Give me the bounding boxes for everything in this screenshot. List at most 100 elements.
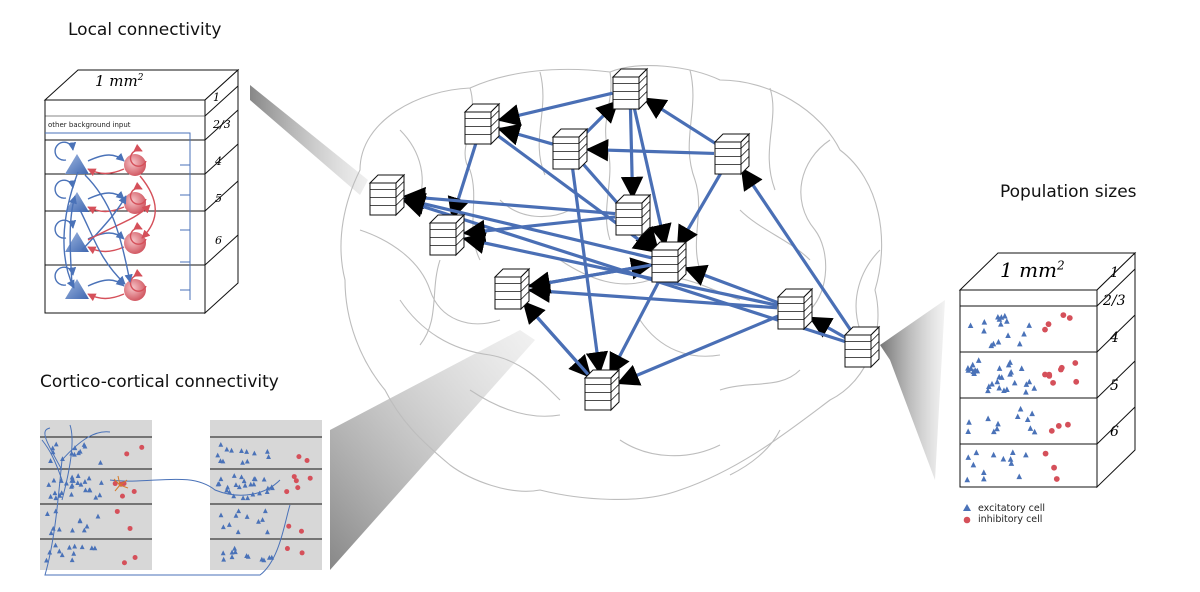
connection-arrow xyxy=(585,138,715,162)
excitatory-cell xyxy=(86,487,92,493)
excitatory-cell xyxy=(56,526,62,532)
excitatory-cell xyxy=(996,373,1003,380)
excitatory-cell xyxy=(264,448,270,454)
excitatory-cell xyxy=(1027,425,1034,431)
excitatory-cell xyxy=(239,448,244,453)
excitatory-cell xyxy=(70,527,75,533)
connection-arrow xyxy=(570,166,609,375)
inhibitory-cell xyxy=(114,508,120,514)
excitatory-cell xyxy=(964,476,971,483)
connection-arrow xyxy=(447,140,479,220)
area-cube xyxy=(493,267,531,311)
excitatory-cell xyxy=(985,387,991,394)
zoom-cone-local xyxy=(250,85,368,195)
excitatory-cell xyxy=(970,461,977,468)
excitatory-cell xyxy=(72,445,78,451)
inhibitory-cell xyxy=(1048,427,1055,434)
inhibitory-cell xyxy=(1042,326,1048,333)
area-cube xyxy=(551,127,589,171)
excitatory-cell xyxy=(50,445,56,451)
excitatory-cell xyxy=(236,508,242,514)
area-cube xyxy=(428,213,466,257)
local-layer-6: 6 xyxy=(215,234,222,247)
inhibitory-cell xyxy=(284,489,290,495)
excitatory-cell xyxy=(220,524,226,530)
background-input-label: other background input xyxy=(48,121,131,129)
local-cube-label: 1 mm2 xyxy=(95,72,144,90)
area-cube xyxy=(713,132,751,176)
excitatory-cell xyxy=(1007,371,1013,377)
area-cube xyxy=(650,240,688,284)
connection-arrow xyxy=(522,300,592,378)
excitatory-cell xyxy=(251,481,257,487)
excitatory-cell xyxy=(81,527,87,533)
pop-layer-23: 2/3 xyxy=(1103,293,1126,309)
excitatory-cell xyxy=(56,548,62,554)
excitatory-cell xyxy=(69,474,75,480)
connection-arrow xyxy=(527,280,778,310)
excitatory-cell xyxy=(1002,312,1008,319)
inhibitory-cell xyxy=(293,478,299,484)
excitatory-cell xyxy=(967,322,974,329)
excitatory-cell xyxy=(229,549,235,555)
excitatory-cell xyxy=(236,484,242,490)
pop-layer-6: 6 xyxy=(1110,424,1119,440)
connection-arrow xyxy=(620,106,644,200)
excitatory-cell xyxy=(1021,330,1027,337)
excitatory-cell xyxy=(244,553,249,558)
connection-arrow xyxy=(643,97,718,146)
excitatory-cell xyxy=(990,451,997,458)
excitatory-cell xyxy=(83,487,88,493)
inhibitory-cell xyxy=(1042,450,1049,457)
excitatory-cell xyxy=(240,459,245,465)
excitatory-cell xyxy=(1007,456,1014,462)
excitatory-cell xyxy=(241,478,247,484)
cortico-cortical-links xyxy=(402,91,854,386)
connection-arrow xyxy=(462,231,778,307)
excitatory-cell xyxy=(52,490,58,496)
excitatory-cell xyxy=(966,419,972,425)
connection-arrow xyxy=(581,100,619,138)
inhibitory-cell xyxy=(304,457,310,463)
excitatory-cell xyxy=(1005,361,1012,368)
excitatory-cell xyxy=(969,361,976,368)
pop-layer-1: 1 xyxy=(1110,265,1119,281)
inhibitory-cell xyxy=(121,560,127,566)
excitatory-cell xyxy=(985,415,991,422)
excitatory-cell xyxy=(72,543,78,549)
excitatory-cell xyxy=(965,454,972,460)
excitatory-cell xyxy=(1016,473,1023,480)
inhibitory-cell xyxy=(1050,379,1056,386)
excitatory-cell xyxy=(981,475,987,482)
excitatory-cell xyxy=(48,458,53,463)
excitatory-cell xyxy=(69,482,75,488)
excitatory-cell xyxy=(973,449,980,456)
excitatory-cell xyxy=(233,512,239,518)
excitatory-cell xyxy=(1008,460,1015,466)
excitatory-cell xyxy=(995,420,1001,427)
excitatory-cell xyxy=(78,481,84,487)
inhibitory-cell xyxy=(119,493,125,499)
excitatory-cell xyxy=(968,365,974,372)
excitatory-cell xyxy=(998,314,1005,320)
inhibitory-cell xyxy=(131,488,137,494)
excitatory-cell xyxy=(242,482,248,488)
excitatory-cell xyxy=(1023,381,1030,387)
excitatory-cell xyxy=(50,449,56,455)
local-connectivity-panel xyxy=(43,68,240,315)
excitatory-cell xyxy=(69,557,75,563)
excitatory-cell xyxy=(70,478,76,483)
excitatory-cell xyxy=(1026,322,1032,328)
zoom-cone-population xyxy=(880,300,945,480)
connection-arrow xyxy=(462,215,616,243)
excitatory-cell xyxy=(262,508,268,514)
inhibitory-cell xyxy=(1066,315,1073,321)
excitatory-cell xyxy=(1023,389,1029,395)
excitatory-cell xyxy=(991,428,997,435)
excitatory-cell xyxy=(69,491,74,497)
connection-arrow xyxy=(402,186,616,216)
area-cube xyxy=(463,102,501,146)
inhibitory-cell xyxy=(295,485,301,491)
excitatory-cell xyxy=(79,544,85,550)
excitatory-cell xyxy=(99,480,104,485)
